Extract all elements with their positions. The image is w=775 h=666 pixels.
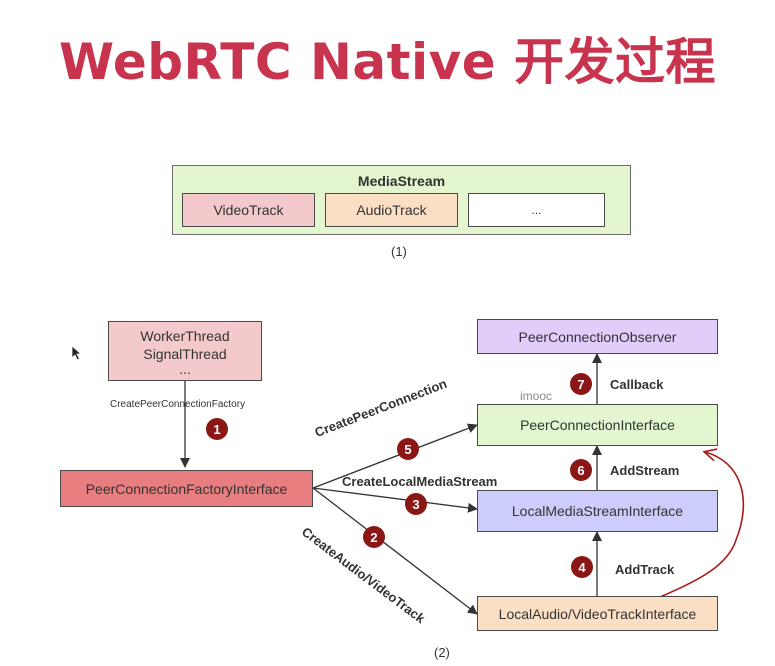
step-badge-1: 1: [206, 418, 228, 440]
mouse-cursor-icon: [71, 345, 83, 361]
signal-thread-label: SignalThread: [143, 346, 227, 362]
step-badge-7: 7: [570, 373, 592, 395]
ellipsis-track-box: ...: [468, 193, 605, 227]
edge-label-add-stream: AddStream: [610, 463, 680, 478]
diagram2-caption: (2): [434, 645, 450, 660]
observer-box: PeerConnectionObserver: [477, 319, 718, 354]
page-title: WebRTC Native 开发过程: [58, 33, 717, 91]
step-badge-5: 5: [397, 438, 419, 460]
edge-label-create-factory: CreatePeerConnectionFactory: [110, 399, 246, 410]
step-badge-4: 4: [571, 556, 593, 578]
track-interface-box: LocalAudio/VideoTrackInterface: [477, 596, 718, 631]
audio-track-box: AudioTrack: [325, 193, 458, 227]
worker-thread-label: WorkerThread: [140, 328, 230, 344]
step-badge-2: 2: [363, 526, 385, 548]
arrow-factory-to-peer-connection: [312, 423, 478, 489]
local-media-stream-interface-box: LocalMediaStreamInterface: [477, 490, 718, 532]
mediastream-label: MediaStream: [357, 173, 446, 189]
factory-interface-box: PeerConnectionFactoryInterface: [60, 470, 313, 507]
diagram1-caption: (1): [391, 244, 407, 259]
step-badge-6: 6: [570, 459, 592, 481]
arrow-factory-to-local-stream: [312, 487, 478, 513]
step-badge-3: 3: [405, 493, 427, 515]
peer-connection-interface-box: PeerConnectionInterface: [477, 404, 718, 446]
edge-label-add-track: AddTrack: [615, 562, 675, 577]
arrow-factory-to-track: [312, 487, 478, 615]
edge-label-create-local-media-stream: CreateLocalMediaStream: [342, 474, 498, 489]
video-track-box: VideoTrack: [182, 193, 315, 227]
watermark-text: imooc: [520, 389, 553, 403]
threads-box: WorkerThread SignalThread ...: [108, 321, 262, 381]
edge-label-callback: Callback: [610, 377, 664, 392]
threads-ellipsis: ...: [179, 361, 191, 377]
curved-arrow-track-to-peer-connection: [659, 452, 745, 598]
